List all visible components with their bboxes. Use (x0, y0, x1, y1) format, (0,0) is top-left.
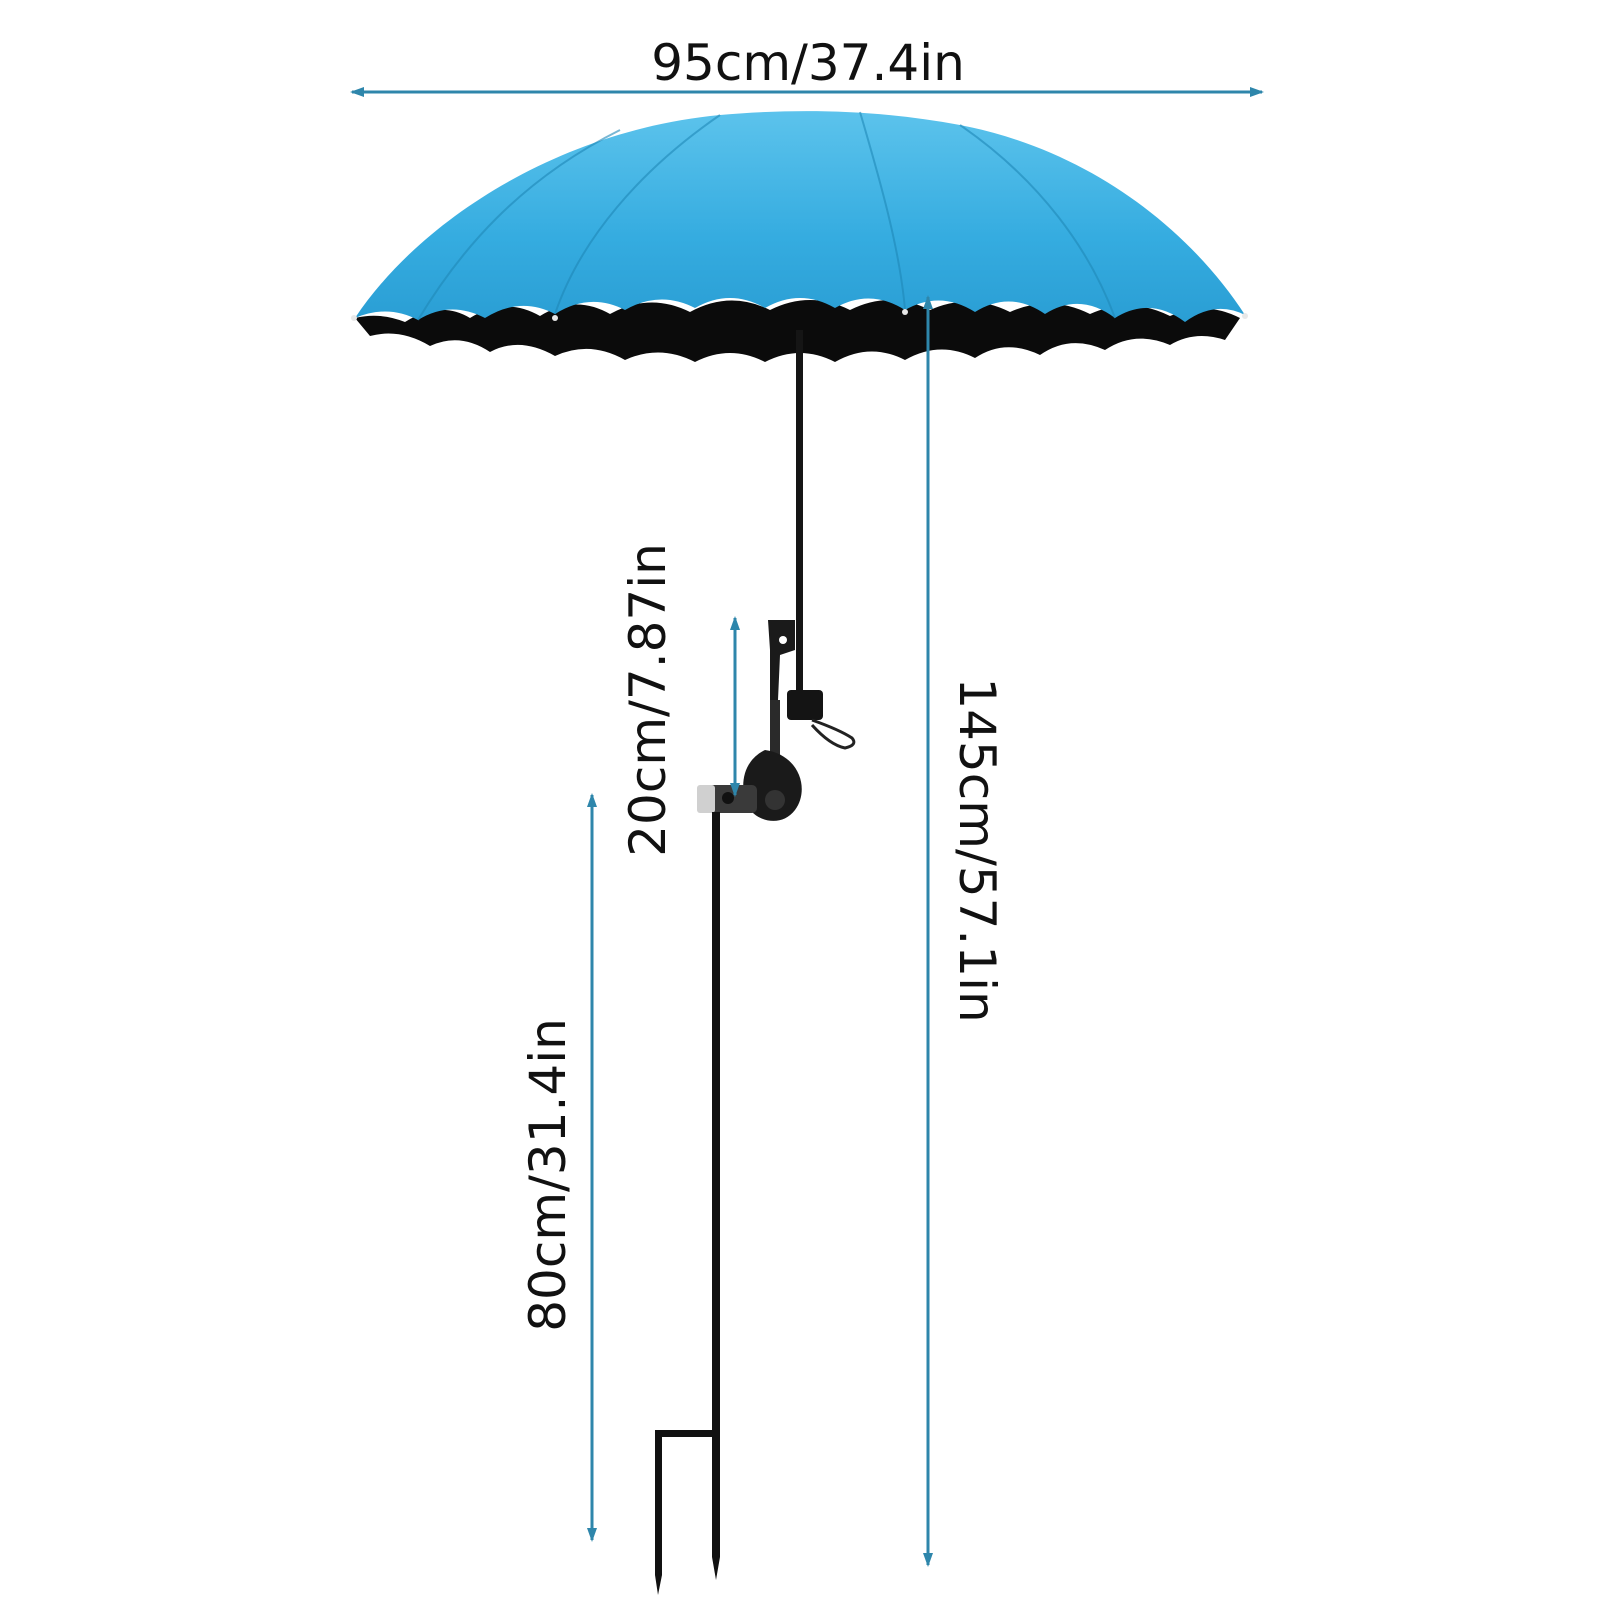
total-height-label: 145cm/57.1in (948, 677, 1006, 1022)
stake-height-label: 80cm/31.4in (519, 1018, 577, 1332)
width-label: 95cm/37.4in (651, 34, 965, 92)
umbrella-canopy (351, 111, 1248, 362)
umbrella-shaft (768, 330, 856, 750)
clamp-assembly (697, 700, 802, 821)
clamp-height-label: 20cm/7.87in (619, 543, 677, 857)
canopy-top (355, 111, 1245, 322)
handle-strap (810, 718, 856, 750)
dimension-lines (350, 87, 1264, 1567)
umbrella-handle (787, 690, 823, 720)
ground-stake (655, 812, 720, 1595)
clamp-upper-bracket (768, 620, 795, 700)
